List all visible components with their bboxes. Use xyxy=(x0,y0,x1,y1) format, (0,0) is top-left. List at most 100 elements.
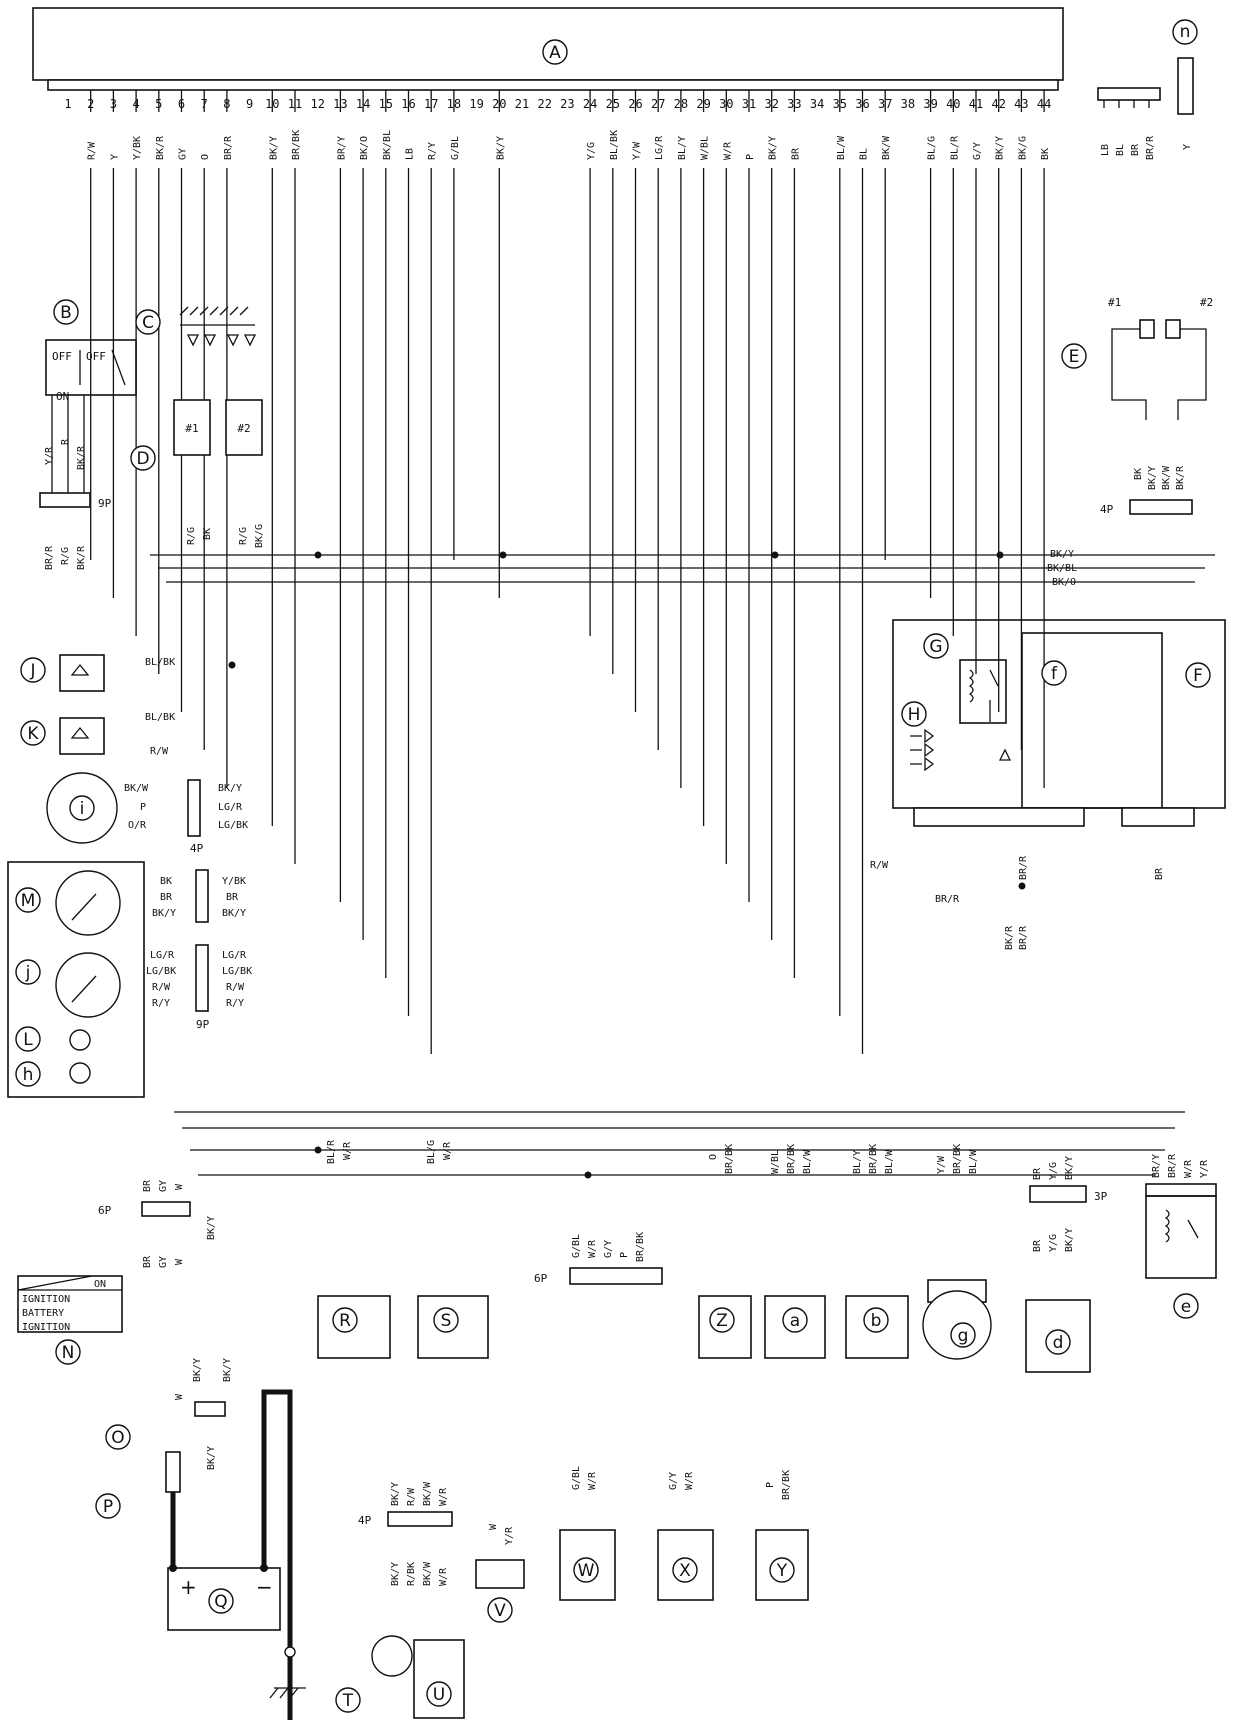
injector-2-label: #2 xyxy=(1200,296,1213,309)
battery-wire: BK/Y xyxy=(222,1358,233,1382)
meter-wire: BR xyxy=(160,892,173,903)
switch-on: ON xyxy=(56,390,69,403)
ecu-pin-number: 22 xyxy=(537,97,551,111)
ecu-pin-wire: BL/Y xyxy=(677,136,688,160)
mid-6p-wire: G/Y xyxy=(603,1240,614,1258)
sensor-i-wire: O/R xyxy=(128,820,147,831)
meter-wire: R/Y xyxy=(226,998,244,1009)
part-a-wire: BL/W xyxy=(802,1149,813,1174)
part-y-wire: P xyxy=(765,1482,776,1488)
ecu-pin-wire: O xyxy=(200,154,211,160)
ecu-pin-wire: BL/W xyxy=(836,135,847,160)
battery-plus: + xyxy=(180,1575,197,1599)
switch-off-1: OFF xyxy=(52,350,72,363)
part-n-body xyxy=(1177,57,1194,115)
coil-1 xyxy=(173,399,211,456)
ecu-pin-number: 34 xyxy=(810,97,824,111)
callout-h-diodes: H xyxy=(908,705,921,725)
meter-9p: 9P xyxy=(196,1018,210,1031)
switch-off-2: OFF xyxy=(86,350,106,363)
parts-d-e: BR Y/G BK/Y 3P BR Y/G BK/Y d BR/Y BR/R W… xyxy=(1025,1153,1217,1373)
callout-h: h xyxy=(23,1065,34,1085)
sensor-i-wire: LG/BK xyxy=(218,820,248,831)
meter-wire: BK xyxy=(160,876,172,887)
callout-n xyxy=(1172,19,1198,45)
ecu-pin-wire: GY xyxy=(178,148,189,160)
coil-wire: R/G xyxy=(238,527,249,545)
sensor-i: i BK/W P O/R BK/Y LG/R LG/BK 4P xyxy=(46,772,248,855)
injector-4p-connector xyxy=(1129,499,1193,515)
callout-b: B xyxy=(60,303,72,323)
part-s-wire: W/R xyxy=(442,1141,453,1160)
part-g-wire: BR/BK xyxy=(952,1144,963,1174)
ecu-pin-wire: P xyxy=(745,154,756,160)
ecu-pin-wire: Y/BK xyxy=(132,136,143,160)
part-s-wire: BL/G xyxy=(426,1140,437,1164)
relay-wire: R/W xyxy=(870,860,889,871)
relay-wire: BR xyxy=(1154,867,1165,880)
part-b-wire: BL/W xyxy=(884,1149,895,1174)
ecu-pin-wire: Y/G xyxy=(586,142,597,160)
injector-wire: BK/Y xyxy=(1147,466,1158,490)
sensors-z-a-b-g: O BR/BK Z W/BL BR/BK BL/W a BL/Y BR/BK B… xyxy=(698,1144,992,1360)
switch-wire-below: BK/R xyxy=(76,545,87,570)
part-z-wire: BR/BK xyxy=(724,1144,735,1174)
callout-g-relay: G xyxy=(929,637,942,657)
ignition-area: 6P BR GY W BR GY W BK/Y ON IGNITION BATT… xyxy=(17,1179,217,1365)
sensor-k-wire: BL/BK xyxy=(145,712,175,723)
aux-wire-label: LB xyxy=(1100,144,1111,156)
ecu-pin-number: 21 xyxy=(515,97,529,111)
part-a-wire: W/BL xyxy=(770,1150,781,1174)
battery-wire: BK/Y xyxy=(206,1446,217,1470)
parts-r-s-v: BL/R W/R R BL/G W/R S W Y/R V xyxy=(317,1139,525,1623)
ecu-pin-wire: LG/R xyxy=(654,135,665,160)
switch-wire-below: BR/R xyxy=(44,545,55,570)
relay-box-f: F G f H R/W BR/R BR/R BK/R BR/R BR xyxy=(870,619,1226,950)
callout-o: O xyxy=(111,1428,124,1448)
callout-s: S xyxy=(441,1311,452,1331)
ecu-pin-wire: BR/Y xyxy=(336,136,347,160)
relay-wire: BR/R xyxy=(1018,925,1029,950)
aux-wire-label: BL xyxy=(1115,144,1126,156)
ecu-pin-wire: BK/Y xyxy=(995,136,1006,160)
mid-6p-wire: W/R xyxy=(587,1239,598,1258)
part-g-wire: BL/W xyxy=(968,1149,979,1174)
callout-m: M xyxy=(21,891,36,911)
callout-t: T xyxy=(342,1691,354,1711)
relay-wire: BR/R xyxy=(935,894,960,905)
meter-wire: R/W xyxy=(152,982,171,993)
relay-wire: BK/R xyxy=(1004,925,1015,950)
callout-c: C xyxy=(142,313,154,333)
sensors-j-k: J K BL/BK BL/BK R/W xyxy=(20,654,175,757)
callout-f-fuse: f xyxy=(1051,664,1058,684)
ecu-pin-wire: G/Y xyxy=(972,142,983,160)
ecu-pin-number: 23 xyxy=(560,97,574,111)
part-x-wire: G/Y xyxy=(668,1472,679,1490)
left-6p-wire: GY xyxy=(158,1256,169,1268)
meter-wire: Y/BK xyxy=(222,876,246,887)
part-w-wire: G/BL xyxy=(571,1466,582,1490)
part-v-body xyxy=(475,1559,525,1589)
switch-wire-label: Y/R xyxy=(44,446,55,465)
mid-6p-wire: G/BL xyxy=(571,1234,582,1258)
ignition-header: ON xyxy=(94,1279,106,1290)
injector-wire: BK/R xyxy=(1175,465,1186,490)
left-6p-wire: GY xyxy=(158,1180,169,1192)
ecu-pin-wire: Y/W xyxy=(632,141,643,160)
part-n: n Y xyxy=(1172,19,1198,150)
callout-p: P xyxy=(103,1497,113,1517)
callout-e-small: e xyxy=(1181,1297,1191,1317)
part-t-body xyxy=(371,1635,413,1677)
mid-6p-wire: BR/BK xyxy=(635,1232,646,1262)
ecu-connector xyxy=(47,79,1059,91)
left-6p-wire: W xyxy=(174,1258,185,1265)
battery-minus: − xyxy=(256,1575,273,1599)
bottom-4p-wire: BK/W xyxy=(422,1561,433,1586)
left-6p-label: 6P xyxy=(98,1204,112,1217)
callout-y: Y xyxy=(776,1561,788,1581)
ecu-pin-wire: BK/W xyxy=(881,135,892,160)
part-z-wire: O xyxy=(708,1154,719,1160)
bottom-4p-wire: R/W xyxy=(406,1487,417,1506)
callout-d: D xyxy=(136,449,149,469)
